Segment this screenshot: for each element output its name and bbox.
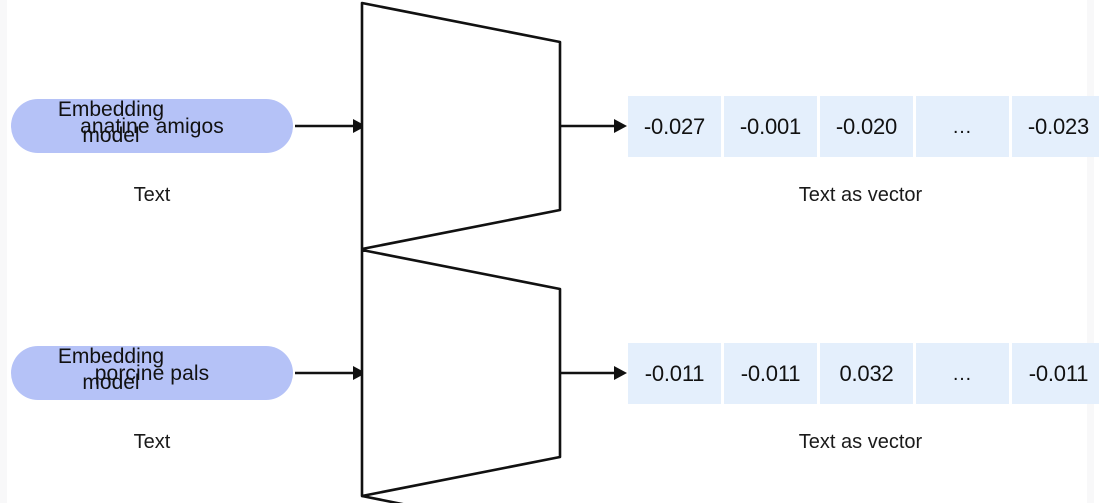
vector-cell: -0.027: [628, 96, 721, 157]
vector-cell: -0.011: [1012, 343, 1099, 404]
arrow-model-to-vector-1: [560, 116, 628, 136]
vector-cell: -0.011: [628, 343, 721, 404]
text-input-pill-2[interactable]: porcine pals: [11, 346, 293, 400]
vector-cell-ellipsis: …: [916, 343, 1009, 404]
vector-cell-ellipsis: …: [916, 96, 1009, 157]
vector-cell: 0.032: [820, 343, 913, 404]
vector-cell: -0.001: [724, 96, 817, 157]
arrow-model-to-vector-2: [560, 363, 628, 383]
output-caption-1: Text as vector: [798, 184, 923, 206]
output-caption-2: Text as vector: [798, 431, 923, 453]
vector-cell: -0.020: [820, 96, 913, 157]
embedding-model-shape-2[interactable]: [352, 247, 574, 503]
text-input-pill-1[interactable]: anatine amigos: [11, 99, 293, 153]
input-caption-2: Text: [133, 431, 171, 453]
text-input-label-1: anatine amigos: [80, 114, 224, 138]
vector-row-2: -0.011 -0.011 0.032 … -0.011: [628, 343, 1099, 404]
vector-row-1: -0.027 -0.001 -0.020 … -0.023: [628, 96, 1099, 157]
vector-cell: -0.011: [724, 343, 817, 404]
page-gutter-right: [1087, 0, 1094, 503]
embedding-model-shape-1[interactable]: [352, 0, 574, 251]
arrow-input-to-model-1: [295, 116, 367, 136]
arrow-input-to-model-2: [295, 363, 367, 383]
text-input-label-2: porcine pals: [94, 361, 210, 385]
page-edge-right: [1094, 0, 1099, 503]
page-gutter-left: [0, 0, 7, 503]
input-caption-1: Text: [133, 184, 171, 206]
vector-cell: -0.023: [1012, 96, 1099, 157]
